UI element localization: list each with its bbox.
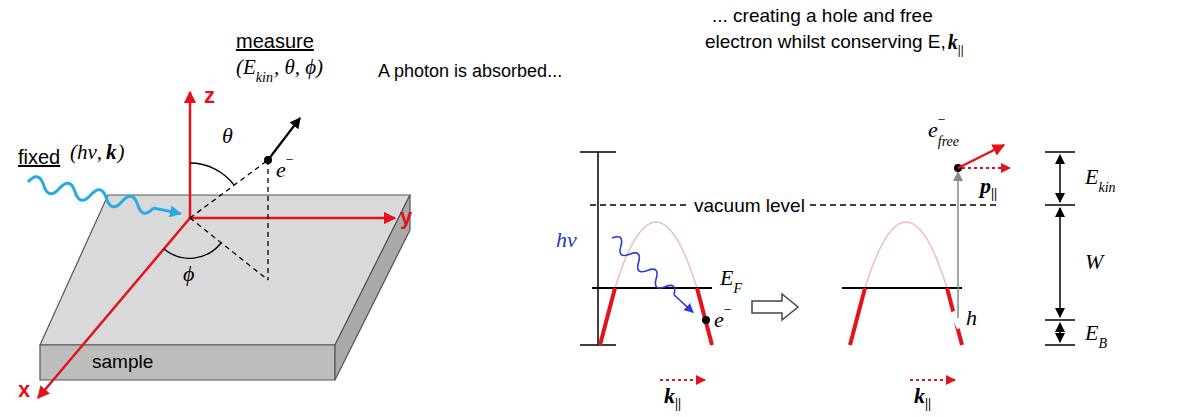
diagram-label: || (958, 43, 964, 57)
diagram-label: x (18, 378, 30, 402)
diagram-label: B (1098, 336, 1107, 351)
diagram-label: k (914, 384, 925, 408)
diagram-label: E (1085, 165, 1098, 189)
diagram-label: − (286, 152, 294, 167)
diagram-label: vacuum level (690, 196, 809, 217)
diagram-label: k (948, 31, 958, 53)
energy-bracket (1045, 152, 1075, 345)
diagram-label: ) (118, 141, 125, 164)
diagram-label: y (400, 205, 412, 229)
diagram-label: sample (92, 352, 153, 373)
band-before (592, 222, 712, 380)
diagram-label: electron whilst conserving E, (705, 32, 946, 53)
diagram-label: p (980, 174, 991, 198)
diagram-label: ... creating a hole and free (712, 6, 933, 27)
process-arrow (752, 294, 798, 320)
diagram-label: free (938, 134, 959, 149)
diagram-label: F (733, 281, 742, 296)
diagram-label: , θ, ϕ) (274, 56, 323, 79)
diagram-label: || (991, 186, 997, 201)
diagram-label: e (276, 158, 286, 182)
diagram-label: z (204, 84, 215, 108)
diagram-label: − (938, 112, 946, 127)
diagram-label: A photon is absorbed... (378, 62, 562, 82)
diagram-label: || (925, 396, 931, 411)
diagram-label: measure (236, 30, 314, 52)
diagram-label: E (720, 266, 733, 290)
axes (38, 92, 395, 398)
band-after (842, 145, 1010, 380)
diagram-label: || (675, 396, 681, 411)
diagram-label: h (966, 306, 977, 330)
diagram-label: W (1085, 250, 1103, 274)
diagram-label: k (106, 141, 117, 164)
diagram-label: ϕ (183, 262, 194, 286)
diagram-label: kin (256, 70, 273, 85)
photon-energy-bracket (580, 152, 616, 345)
diagram-label: fixed (18, 146, 60, 168)
photon-wave (27, 175, 183, 220)
sample-slab (40, 195, 410, 380)
electron-dot (264, 156, 272, 164)
diagram-label: (hν, (70, 141, 102, 164)
diagram-label: E (1085, 321, 1098, 345)
diagram-label: e (928, 118, 938, 142)
diagram-label: hν (556, 228, 577, 252)
diagram-label: k (664, 384, 675, 408)
diagram-label: (E (236, 56, 256, 79)
diagram-label: θ (222, 124, 233, 148)
emission-geometry (164, 118, 300, 280)
diagram-label: kin (1098, 180, 1115, 195)
diagram-label: e (714, 308, 724, 332)
diagram-label: − (724, 302, 732, 317)
